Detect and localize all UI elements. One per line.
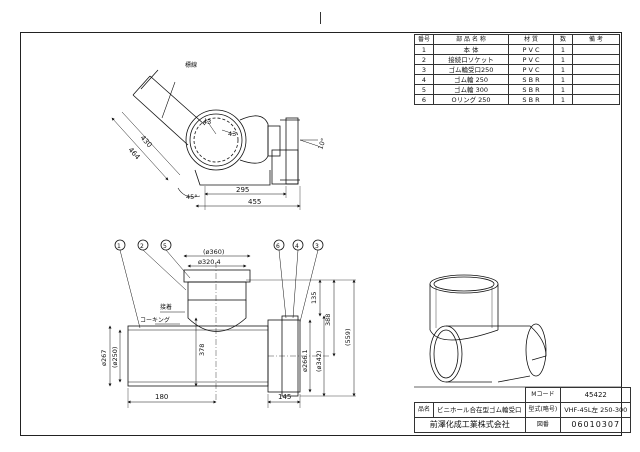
dim-320: ø320.4	[198, 258, 221, 266]
mcode-label: Mコード	[524, 387, 562, 403]
company-row: 前澤化成工業株式会社 図番 06010307	[414, 417, 632, 433]
callout-6: 6	[276, 243, 280, 250]
callout-1: 1	[117, 243, 121, 250]
dim-559: (559)	[344, 329, 352, 346]
label-seal-line: 標線	[185, 61, 197, 69]
company-name: 前澤化成工業株式会社	[414, 417, 526, 433]
drawing-no-value: 06010307	[560, 417, 632, 433]
dim-10deg: 10°	[316, 137, 327, 151]
callout-4: 4	[295, 243, 299, 250]
dim-43a: 43	[203, 118, 211, 126]
center-mark	[320, 12, 321, 24]
mcode-row: Mコード 45422	[415, 387, 632, 403]
row-note	[572, 94, 620, 105]
table-row: 6 Oリング 250 S B R 1	[414, 94, 620, 105]
dim-145: 145	[278, 393, 291, 401]
dim-342: (ø342)	[315, 351, 323, 372]
drawing-no-label: 図番	[524, 417, 562, 433]
dim-378: 378	[198, 344, 206, 356]
dim-266: ø266.1	[301, 349, 309, 372]
label-caulking: コーキング	[140, 316, 170, 324]
name-value: ビニホール合在型ゴム輪受口	[433, 402, 526, 418]
dim-360: (ø360)	[203, 248, 224, 256]
dim-180: 180	[155, 393, 168, 401]
title-block: Mコード 45422 品名 ビニホール合在型ゴム輪受口 型式(略号) VHF-4…	[413, 387, 632, 433]
parts-table: 番号 部 品 名 称 材 質 数 備 考 1 本 体 P V C 1 2 接続口…	[414, 34, 620, 105]
dim-267: ø267	[100, 350, 108, 366]
dim-43b: 43	[228, 130, 236, 138]
drawing-frame	[20, 32, 622, 436]
model-value: VHF-45L左 250-300	[560, 402, 632, 418]
dim-295: 295	[236, 186, 249, 194]
dim-388: 388	[324, 314, 332, 326]
top-view	[111, 69, 319, 210]
callout-2: 2	[140, 243, 144, 250]
label-adhesive: 接着	[160, 303, 172, 311]
table-row: 5 ゴム輪 300 S B R 1	[414, 84, 620, 95]
callout-5: 5	[163, 243, 167, 250]
callout-3: 3	[315, 243, 319, 250]
isometric-view	[429, 274, 547, 383]
model-label: 型式(略号)	[524, 402, 562, 418]
name-label: 品名	[413, 402, 435, 418]
dim-45deg: 45°	[186, 193, 198, 201]
mcode-value: 45422	[560, 387, 632, 403]
front-view	[108, 239, 356, 408]
dim-135: 135	[310, 292, 318, 304]
dim-250: (ø250)	[111, 347, 119, 368]
dim-430: 430	[139, 134, 154, 149]
dim-455: 455	[248, 198, 261, 206]
name-row: 品名 ビニホール合在型ゴム輪受口 型式(略号) VHF-45L左 250-300	[413, 402, 632, 418]
